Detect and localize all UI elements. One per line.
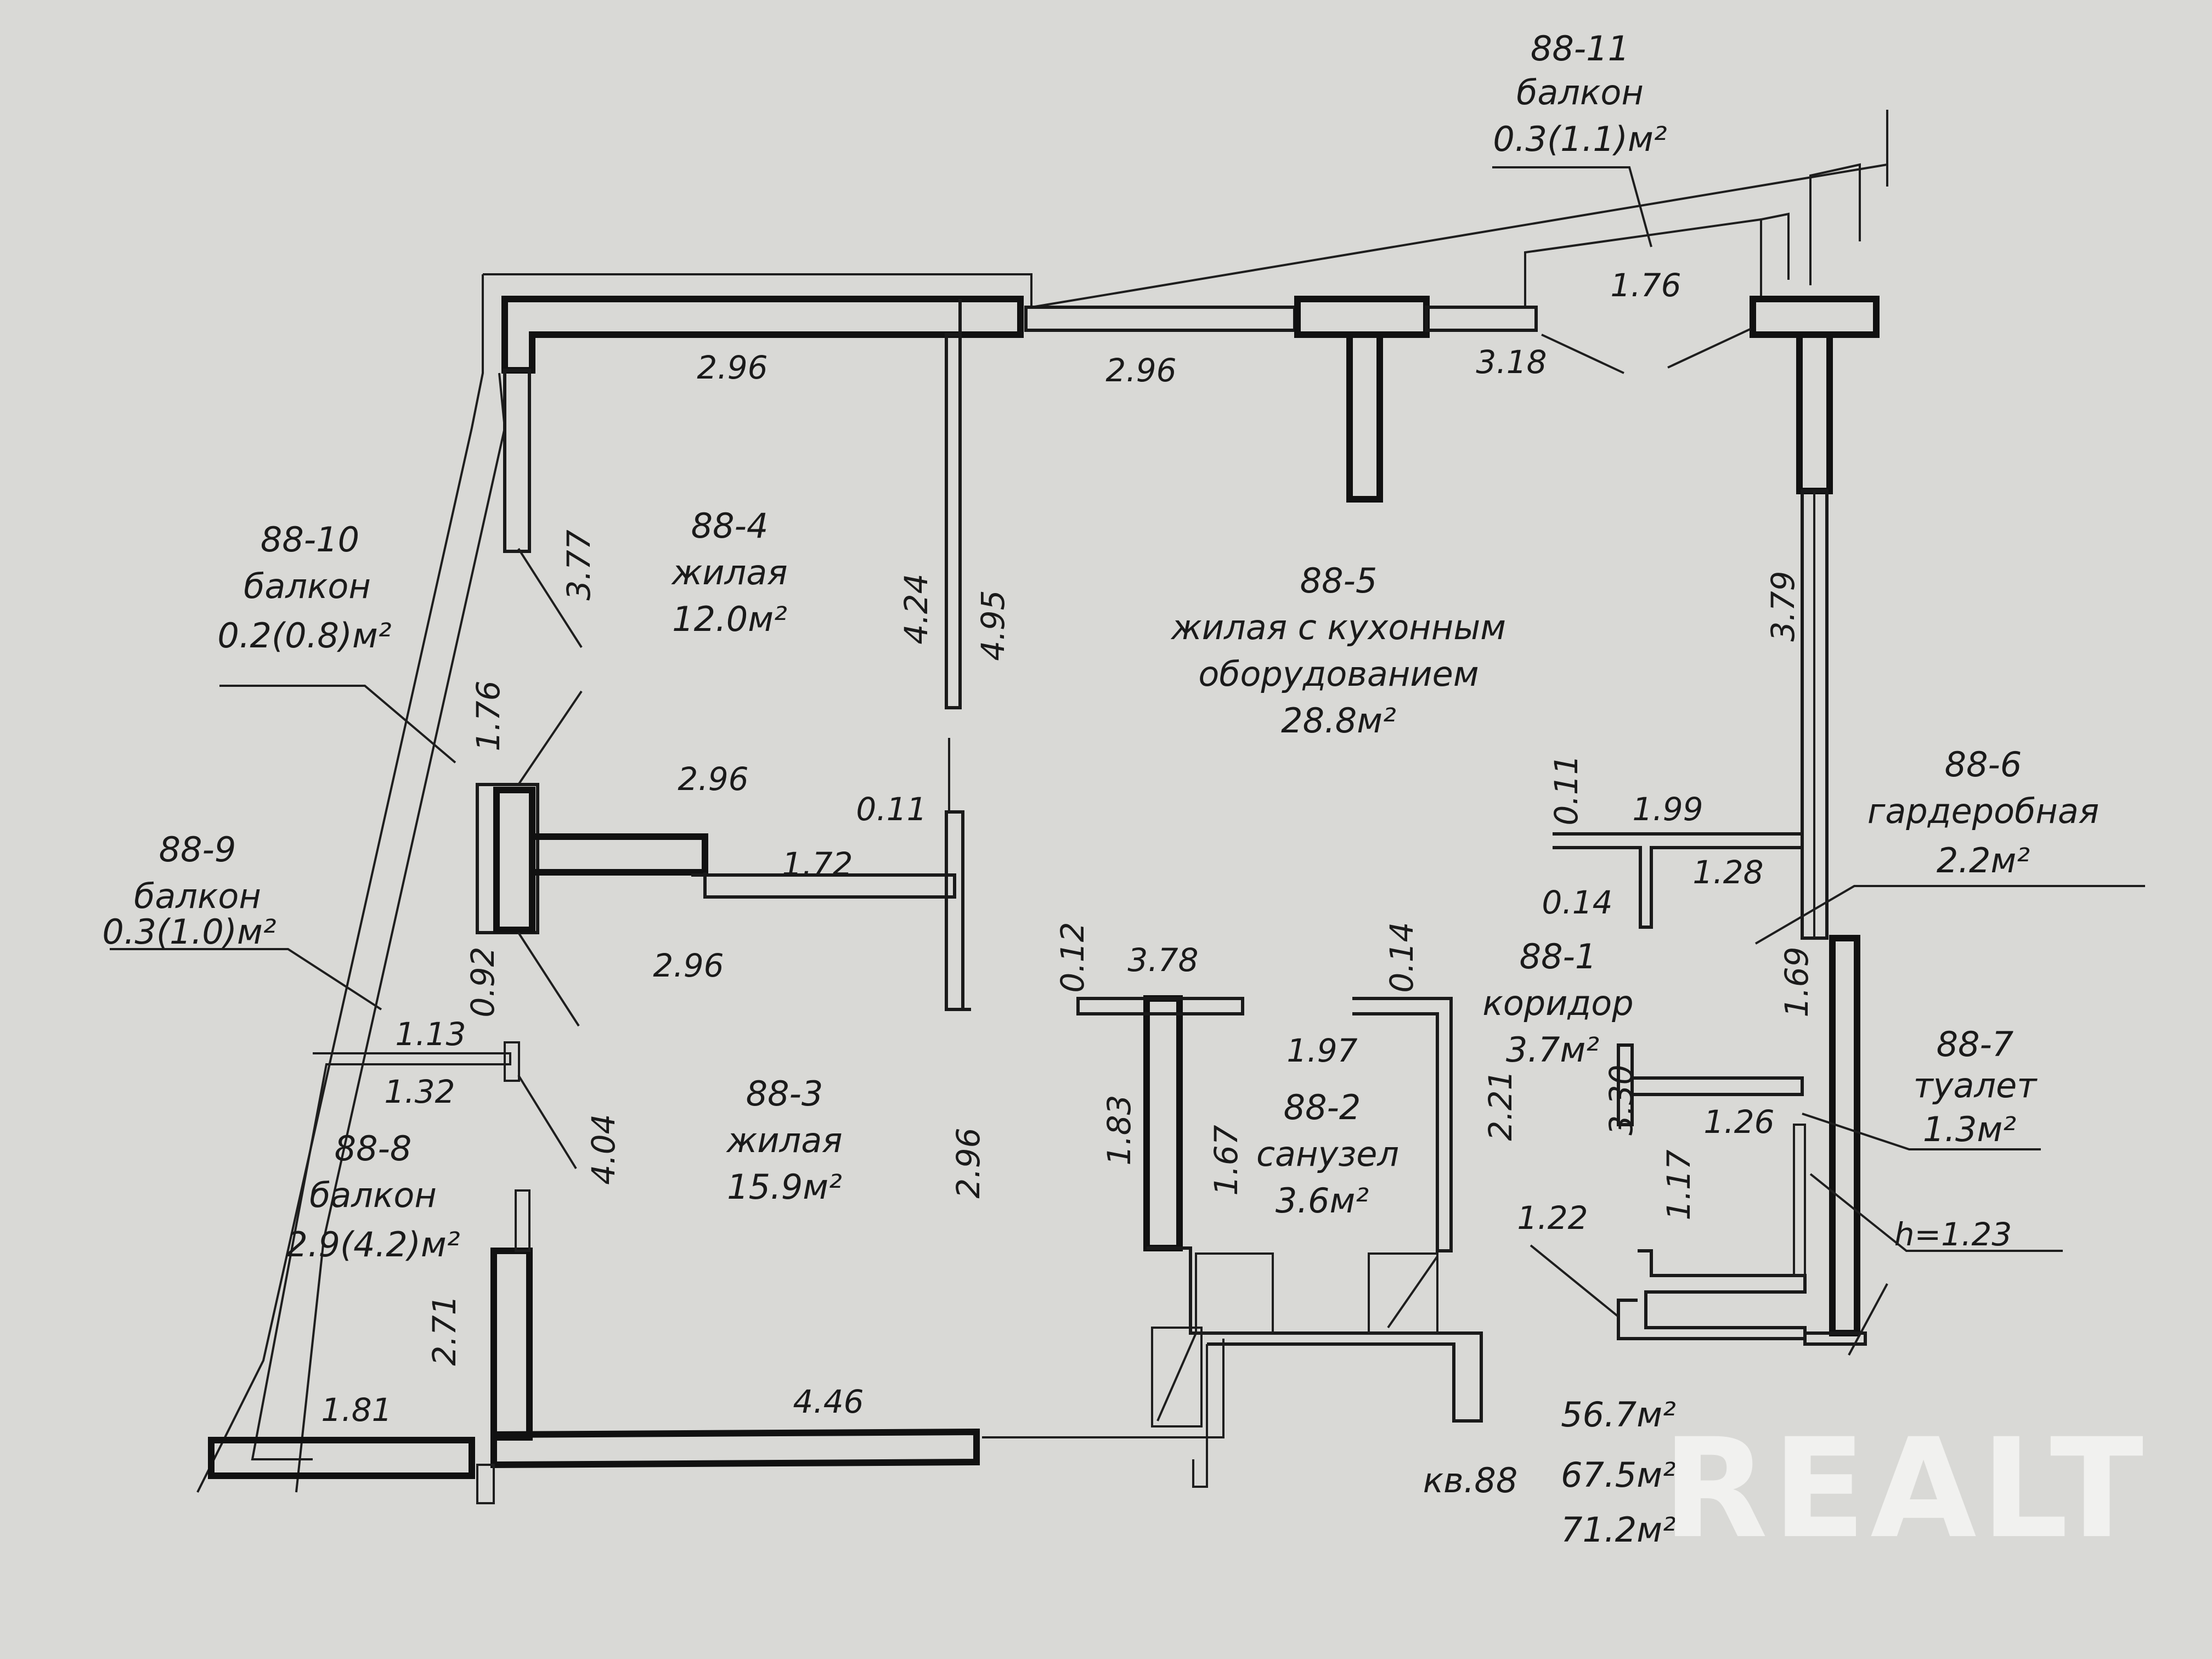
- room-area: 0.3(1.1)м²: [1493, 119, 1667, 159]
- room-type: туалет: [1914, 1065, 2038, 1105]
- room-88-10-label: 88-10 балкон 0.2(0.8)м²: [217, 520, 391, 656]
- room-area: 3.6м²: [1276, 1181, 1369, 1221]
- room-88-5-label: 88-5 жилая с кухонным оборудованием 28.8…: [1170, 561, 1506, 741]
- dim-label: 1.76: [1610, 267, 1681, 304]
- dim-label: 0.14: [1383, 922, 1420, 992]
- room-type: жилая: [670, 552, 787, 592]
- dim-label: 1.28: [1692, 854, 1763, 891]
- room-type: жилая: [725, 1120, 842, 1160]
- room-id: 88-6: [1945, 744, 2022, 785]
- room-id: 88-4: [691, 506, 769, 546]
- dim-label: 3.30: [1602, 1064, 1640, 1135]
- dim-label: 2.96: [653, 947, 724, 984]
- room-area: 2.2м²: [1937, 840, 2030, 881]
- dim-label: 0.92: [464, 946, 501, 1017]
- room-88-9-label: 88-9 балкон 0.3(1.0)м²: [102, 830, 276, 952]
- dim-label: 1.67: [1207, 1125, 1245, 1195]
- room-type: балкон: [244, 566, 371, 606]
- dim-label: 1.13: [395, 1015, 466, 1053]
- room-type: балкон: [134, 876, 261, 916]
- dim-label: 2.21: [1482, 1070, 1519, 1141]
- dim-label: 1.22: [1517, 1199, 1588, 1237]
- room-88-2-label: 88-2 санузел 3.6м²: [1256, 1087, 1399, 1221]
- room-area: 12.0м²: [672, 599, 787, 639]
- realt-watermark: REALT: [1662, 1409, 2148, 1568]
- room-area: 3.7м²: [1506, 1030, 1599, 1070]
- room-id: 88-7: [1937, 1024, 2014, 1064]
- dim-label: 0.14: [1542, 884, 1612, 921]
- dim-label: 0.12: [1054, 922, 1091, 992]
- room-id: 88-8: [335, 1128, 412, 1169]
- dim-label: 3.79: [1764, 571, 1802, 641]
- dim-label: 1.17: [1660, 1149, 1697, 1220]
- room-id: 88-9: [159, 830, 236, 870]
- room-area: 2.9(4.2)м²: [286, 1224, 460, 1265]
- room-id: 88-11: [1531, 29, 1629, 69]
- room-88-6-label: 88-6 гардеробная 2.2м²: [1867, 744, 2099, 881]
- apartment-summary: кв.88 56.7м² 67.5м² 71.2м²: [1423, 1395, 1676, 1550]
- dim-label: 1.83: [1101, 1094, 1138, 1165]
- room-id: 88-5: [1300, 561, 1378, 601]
- room-type: коридор: [1482, 983, 1633, 1023]
- room-area: 15.9м²: [727, 1167, 842, 1207]
- room-88-3-label: 88-3 жилая 15.9м²: [725, 1074, 842, 1207]
- room-type: балкон: [1516, 72, 1644, 112]
- area-with-balconies: 71.2м²: [1561, 1510, 1676, 1550]
- area-total: 67.5м²: [1561, 1455, 1676, 1495]
- dim-label: 2.96: [697, 349, 768, 386]
- dim-label: 4.95: [974, 590, 1012, 661]
- room-id: 88-2: [1284, 1087, 1361, 1127]
- dim-label: 1.81: [321, 1391, 392, 1429]
- room-88-8-label: 88-8 балкон 2.9(4.2)м²: [286, 1128, 460, 1265]
- dim-label: 1.32: [384, 1073, 455, 1110]
- dim-label: 1.26: [1703, 1103, 1774, 1141]
- dim-label: 4.46: [793, 1383, 864, 1420]
- area-living: 56.7м²: [1561, 1395, 1676, 1435]
- room-area: 1.3м²: [1923, 1109, 2016, 1149]
- dim-label: 3.18: [1476, 343, 1547, 381]
- dim-label: 3.78: [1127, 941, 1198, 979]
- room-area: 28.8м²: [1281, 701, 1396, 741]
- room-area: 0.3(1.0)м²: [102, 912, 276, 952]
- dim-label: 1.97: [1286, 1032, 1357, 1069]
- room-type: санузел: [1256, 1134, 1399, 1174]
- room-type: гардеробная: [1867, 791, 2099, 831]
- room-id: 88-1: [1520, 936, 1597, 977]
- dim-label: 1.76: [470, 680, 507, 751]
- dim-label: 3.77: [560, 529, 597, 600]
- room-type: жилая с кухонным: [1170, 607, 1506, 647]
- balcony-outline: [196, 110, 1888, 1493]
- room-area: 0.2(0.8)м²: [217, 616, 391, 656]
- dim-label: 1.69: [1778, 946, 1815, 1017]
- dim-label: 1.72: [782, 845, 853, 883]
- dim-label: 0.11: [856, 791, 927, 828]
- room-id: 88-3: [746, 1074, 823, 1114]
- dim-label: 2.96: [1105, 352, 1176, 389]
- dim-label: 2.96: [950, 1127, 987, 1198]
- room-88-7-label: 88-7 туалет 1.3м²: [1914, 1024, 2038, 1149]
- room-id: 88-10: [261, 520, 359, 560]
- dim-label: 0.11: [1548, 754, 1585, 825]
- dimension-labels: 2.96 2.96 3.18 1.76 3.77 4.24 4.95 1.76 …: [321, 267, 2012, 1429]
- leader-lines: [110, 166, 2145, 1356]
- room-type: балкон: [309, 1175, 437, 1215]
- room-88-1-label: 88-1 коридор 3.7м²: [1482, 936, 1633, 1070]
- dim-label: 4.24: [898, 573, 935, 644]
- dim-label: 2.71: [426, 1295, 463, 1365]
- dim-label: 1.99: [1632, 791, 1703, 828]
- room-type-2: оборудованием: [1198, 654, 1479, 694]
- walls: [208, 296, 1880, 1504]
- dim-label: 4.04: [585, 1114, 622, 1184]
- room-88-11-label: 88-11 балкон 0.3(1.1)м²: [1493, 29, 1667, 159]
- dim-label: 2.96: [678, 760, 748, 798]
- dim-label: h=1.23: [1894, 1216, 2012, 1253]
- room-88-4-label: 88-4 жилая 12.0м²: [670, 506, 787, 639]
- apartment-number: кв.88: [1423, 1460, 1518, 1500]
